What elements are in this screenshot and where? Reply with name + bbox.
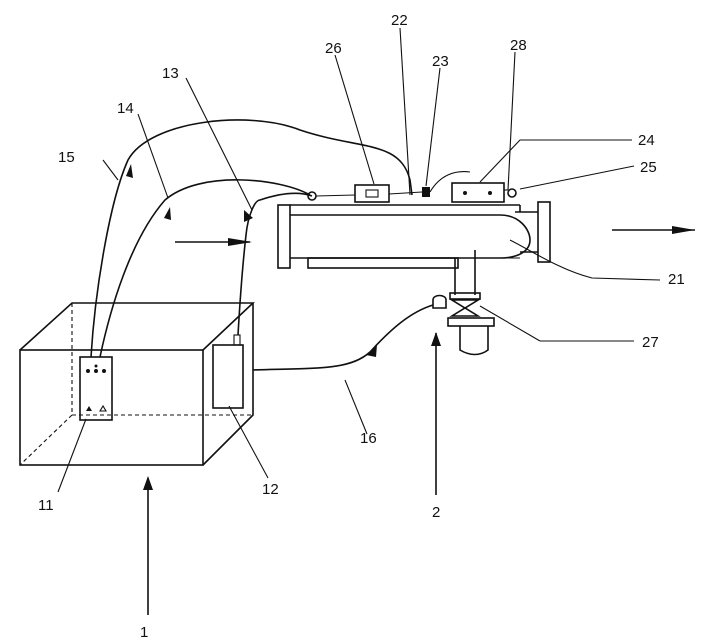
valve-actuator xyxy=(432,294,447,309)
label-24: 24 xyxy=(638,132,655,149)
cable-14 xyxy=(99,179,311,358)
label-27: 27 xyxy=(642,334,659,351)
label-26: 26 xyxy=(325,40,342,57)
label-1: 1 xyxy=(140,624,148,641)
label-2: 2 xyxy=(432,504,440,521)
cable-16 xyxy=(252,304,434,371)
label-11: 11 xyxy=(38,497,54,514)
label-13: 13 xyxy=(162,65,179,82)
sensor-25 xyxy=(507,188,517,198)
arrow-1 xyxy=(143,476,153,615)
power-unit xyxy=(212,334,244,409)
label-14: 14 xyxy=(117,100,134,117)
label-28: 28 xyxy=(510,37,527,54)
label-12: 12 xyxy=(262,481,279,498)
module-26 xyxy=(354,184,390,203)
control-panel xyxy=(79,356,113,421)
flow-arrow-in xyxy=(175,238,252,246)
label-25: 25 xyxy=(640,159,657,176)
cable-15 xyxy=(90,119,413,358)
control-box xyxy=(19,302,256,466)
label-16: 16 xyxy=(360,430,377,447)
label-15: 15 xyxy=(58,149,75,166)
arrow-2 xyxy=(431,332,441,495)
sensor-23 xyxy=(422,187,430,197)
pipe-assembly xyxy=(277,201,551,356)
label-22: 22 xyxy=(391,12,408,29)
module-24 xyxy=(451,182,505,203)
flow-arrow-out xyxy=(612,226,695,234)
label-21: 21 xyxy=(668,271,685,288)
label-23: 23 xyxy=(432,53,449,70)
